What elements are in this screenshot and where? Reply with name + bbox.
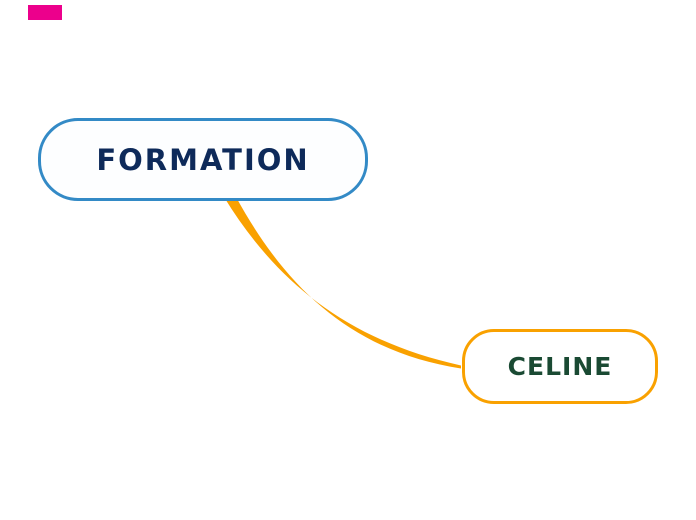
node-celine[interactable]: CELINE	[462, 329, 658, 404]
node-celine-label: CELINE	[507, 352, 613, 381]
node-formation-label: FORMATION	[96, 142, 310, 177]
node-formation[interactable]: FORMATION	[38, 118, 368, 201]
connector-formation-celine	[224, 197, 461, 369]
magenta-marker	[28, 5, 62, 20]
